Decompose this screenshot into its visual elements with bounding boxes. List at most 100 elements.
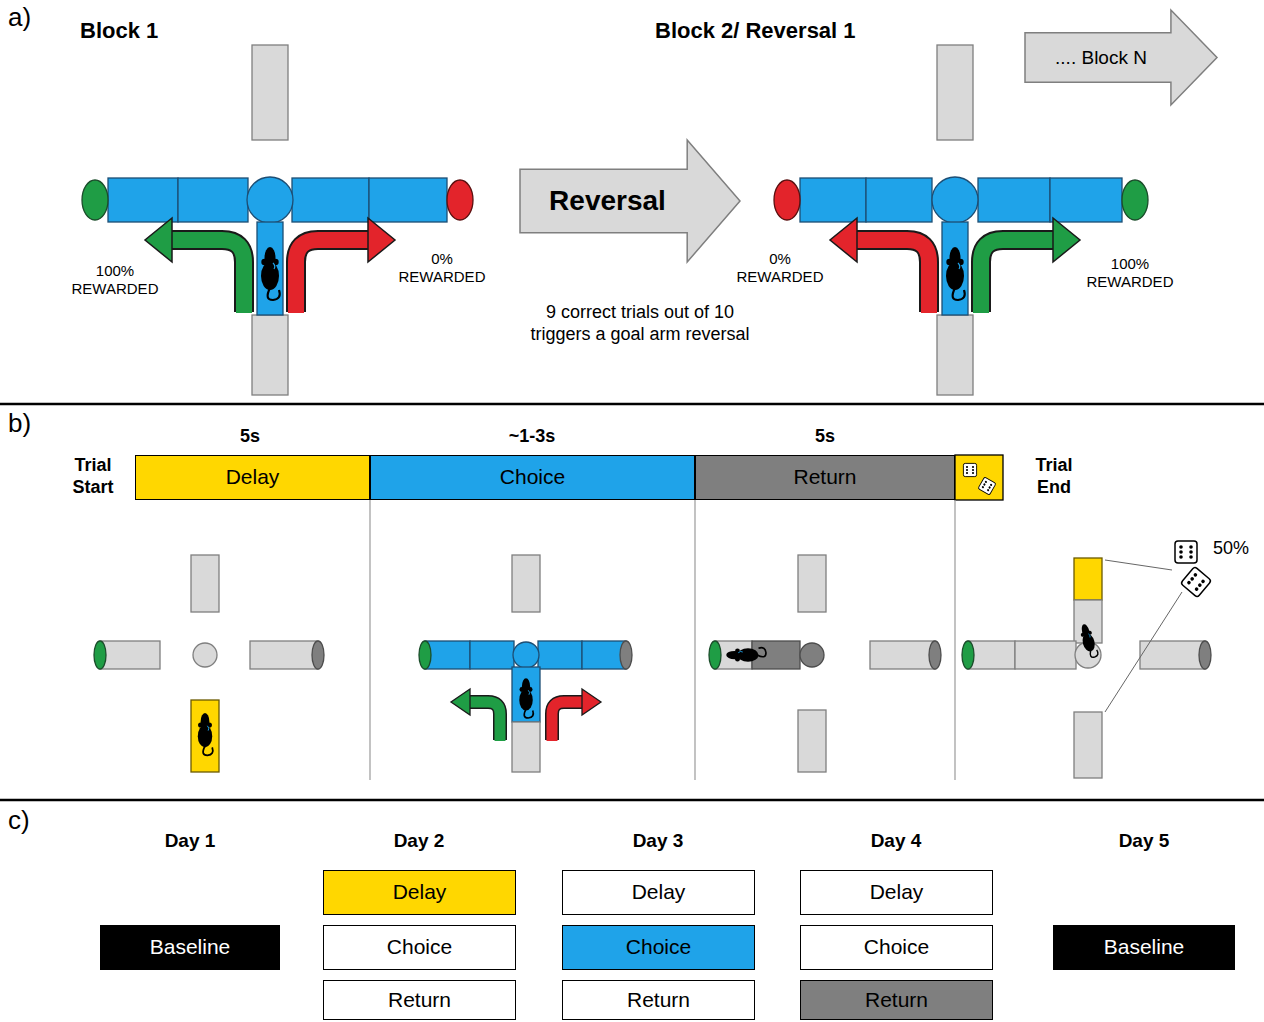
- maze-delay-part: [250, 641, 318, 669]
- maze-choice-part: [552, 702, 584, 741]
- phase-box: Delay: [323, 870, 516, 915]
- maze-block-2-part: [978, 178, 1050, 222]
- maze-delay-part: [193, 643, 217, 667]
- maze-return-part: [870, 641, 935, 669]
- maze-block-1-part: [168, 240, 244, 313]
- maze-block-2-part: [942, 222, 968, 315]
- maze-trial-end-part: [1074, 712, 1102, 778]
- maze-block-2-part: [853, 240, 929, 313]
- maze-choice: [419, 555, 632, 772]
- maze-block-1-part: [82, 180, 108, 220]
- panel-divider-part: [0, 403, 1264, 406]
- reversal-note: 9 correct trials out of 10 triggers a go…: [530, 302, 750, 345]
- maze-trial-end-part: [968, 641, 1015, 669]
- panel-letter: b): [8, 408, 48, 439]
- maze-choice-part: [512, 555, 540, 612]
- block-title-text: Block 1: [80, 18, 158, 43]
- timeline-extras-part: [694, 500, 695, 780]
- maze-block-2-part: [1053, 218, 1080, 262]
- duration-label: 5s: [200, 426, 300, 448]
- maze-block-1-part: [296, 240, 372, 313]
- maze-choice-part: [425, 641, 470, 669]
- maze-choice-part: [468, 702, 500, 741]
- reward-label-text: 0% REWARDED: [737, 250, 824, 285]
- node-text: Choice: [626, 935, 691, 959]
- maze-trial-end: [962, 541, 1211, 778]
- phase-bar: Delay: [135, 455, 370, 500]
- day-label: Day 1: [140, 830, 240, 853]
- maze-delay-part: [312, 641, 324, 669]
- maze-delay-part: [191, 555, 219, 612]
- duration-label: 5s: [775, 426, 875, 448]
- maze-delay-part: [100, 641, 160, 669]
- panel-letter-text: a): [8, 2, 31, 32]
- maze-block-2-part: [774, 180, 800, 220]
- duration-label-text: 5s: [815, 426, 835, 446]
- maze-trial-end-part: [1015, 641, 1076, 669]
- arrow-outline: [520, 140, 740, 262]
- timeline-endpoint-text: Trial Start: [72, 455, 113, 497]
- maze-choice-part: [538, 641, 582, 669]
- node-text: Choice: [387, 935, 452, 959]
- reversal-arrow: Reversal: [520, 140, 740, 262]
- day-label-text: Day 2: [394, 830, 445, 851]
- panel-divider-part: [0, 799, 1264, 802]
- maze-block-1-part: [369, 178, 447, 222]
- baseline-box: Baseline: [1053, 925, 1235, 970]
- maze-block-1-part: [447, 180, 473, 220]
- maze-return: [709, 555, 941, 772]
- maze-return-part: [800, 643, 824, 667]
- day-label: Day 4: [846, 830, 946, 853]
- maze-block-1-part: [178, 178, 248, 222]
- maze-choice-part: [620, 641, 632, 669]
- day-label-text: Day 1: [165, 830, 216, 851]
- day-label-text: Day 4: [871, 830, 922, 851]
- day-label: Day 2: [369, 830, 469, 853]
- maze-choice-part: [582, 689, 601, 715]
- maze-choice-part: [513, 642, 539, 668]
- reward-label: 0% REWARDED: [392, 250, 492, 286]
- day-label-text: Day 3: [633, 830, 684, 851]
- maze-block-2-part: [866, 178, 932, 222]
- node-text: Choice: [500, 465, 565, 489]
- node-text: Return: [627, 988, 690, 1012]
- timeline-extras-part: [978, 477, 996, 495]
- block-title: Block 2/ Reversal 1: [655, 18, 945, 44]
- baseline-box: Baseline: [100, 925, 280, 970]
- maze-block-1-part: [368, 218, 395, 262]
- maze-return-part: [929, 641, 941, 669]
- reward-label-text: 100% REWARDED: [1087, 255, 1174, 290]
- maze-trial-end-part: [1175, 541, 1197, 563]
- panel-letter: a): [8, 2, 48, 33]
- node-text: Return: [793, 465, 856, 489]
- reward-label: 0% REWARDED: [730, 250, 830, 286]
- phase-box: Delay: [800, 870, 993, 915]
- reward-label-text: 0% REWARDED: [399, 250, 486, 285]
- phase-bar: Choice: [370, 455, 695, 500]
- day-label: Day 3: [608, 830, 708, 853]
- maze-block-1-part: [261, 247, 280, 300]
- maze-trial-end-part: [1199, 641, 1211, 669]
- timeline-extras-part: [963, 463, 976, 476]
- phase-box: Return: [323, 980, 516, 1020]
- maze-block-2-part: [800, 178, 866, 222]
- maze-block-2-part: [937, 315, 973, 395]
- node-text: Delay: [393, 880, 447, 904]
- phase-box: Choice: [323, 925, 516, 970]
- maze-return-part: [752, 641, 800, 669]
- maze-block-1-part: [292, 178, 369, 222]
- node-text: Delay: [226, 465, 280, 489]
- duration-label-text: ~1-3s: [509, 426, 556, 446]
- next-block-arrow: .... Block N: [1025, 10, 1217, 105]
- timeline-extras-part: [955, 455, 1003, 500]
- timeline-endpoint: Trial End: [1018, 455, 1090, 498]
- phase-box: Choice: [800, 925, 993, 970]
- maze-trial-end-part: [1105, 560, 1172, 570]
- panel-letter-text: c): [8, 805, 30, 835]
- day-label: Day 5: [1094, 830, 1194, 853]
- timeline-endpoint: Trial Start: [58, 455, 128, 498]
- maze-delay-part: [198, 713, 213, 755]
- phase-box: Return: [562, 980, 755, 1020]
- reward-label: 100% REWARDED: [1080, 255, 1180, 291]
- node-text: Return: [865, 988, 928, 1012]
